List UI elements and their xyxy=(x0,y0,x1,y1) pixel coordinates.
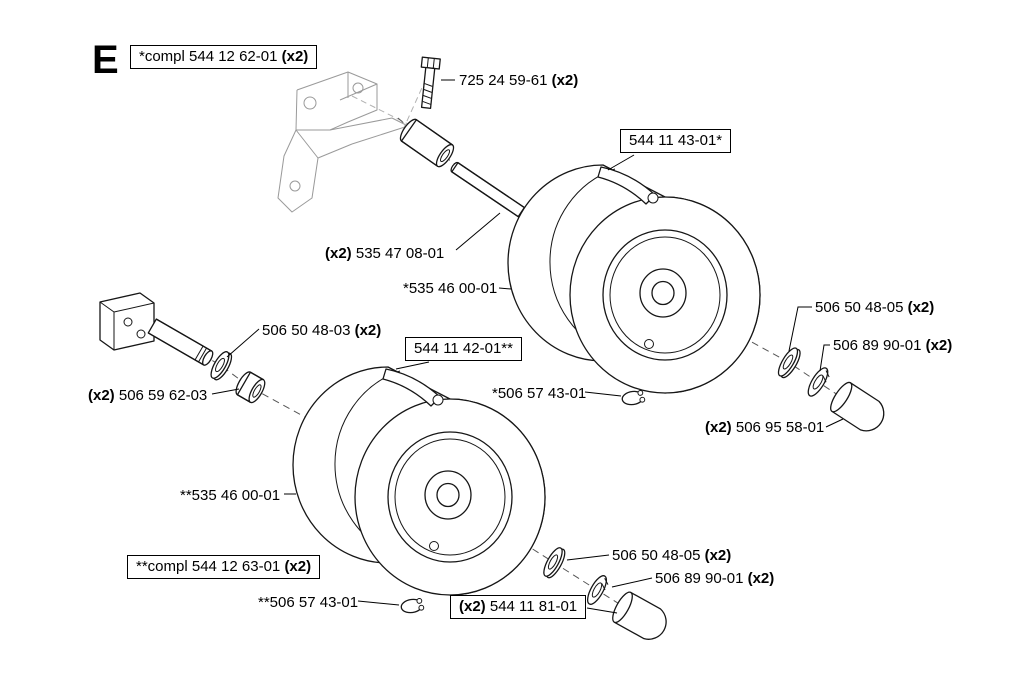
label-qty: (x2) xyxy=(284,558,312,575)
cap-upper-drawing xyxy=(830,381,885,432)
wheel-drawing-upper xyxy=(507,164,761,394)
label-text: 506 89 90-01 xyxy=(655,570,748,587)
part-label-tire-upper: *535 46 00-01 xyxy=(403,280,497,297)
part-label-tire-lower: **535 46 00-01 xyxy=(180,487,280,504)
bolt-drawing xyxy=(420,56,441,109)
frame-bracket-drawing xyxy=(277,69,431,213)
label-qty: (x2) xyxy=(281,48,309,65)
part-label-washer-flat-upper: 506 50 48-05 (x2) xyxy=(815,299,934,316)
spacer-bushing-drawing xyxy=(399,118,455,168)
label-text: 506 50 48-05 xyxy=(815,299,908,316)
label-text: 544 11 81-01 xyxy=(485,598,578,615)
label-text: 506 50 48-03 xyxy=(262,322,355,339)
part-label-axle: (x2) 535 47 08-01 xyxy=(325,245,444,262)
label-qty: (x2) xyxy=(907,299,935,316)
part-label-cap-upper: (x2) 506 95 58-01 xyxy=(705,419,824,436)
part-label-clip-lower: **506 57 43-01 xyxy=(258,594,358,611)
label-text: **compl 544 12 63-01 xyxy=(136,558,285,575)
label-text: 506 89 90-01 xyxy=(833,337,926,354)
part-label-washer-spring-upper: 506 89 90-01 (x2) xyxy=(833,337,952,354)
part-box-wheel-lower: 544 11 42-01** xyxy=(405,337,522,361)
label-qty: (x2) xyxy=(925,337,953,354)
label-text: 544 11 43-01* xyxy=(629,132,723,149)
flat-washer-lower-drawing xyxy=(543,547,566,579)
section-letter: E xyxy=(92,38,119,82)
label-text: 506 50 48-05 xyxy=(612,547,705,564)
part-box-wheel-upper: 544 11 43-01* xyxy=(620,129,732,153)
label-qty: (x2) xyxy=(459,598,486,615)
label-qty: (x2) xyxy=(551,72,579,89)
label-text: **506 57 43-01 xyxy=(258,594,359,611)
label-text: 544 11 42-01** xyxy=(414,340,513,357)
part-box-compl-lower: **compl 544 12 63-01 (x2) xyxy=(127,555,321,579)
label-qty: (x2) xyxy=(747,570,775,587)
bushing-left-drawing xyxy=(235,371,266,404)
leader-lines xyxy=(211,79,844,614)
label-qty: (x2) xyxy=(705,419,732,436)
label-qty: (x2) xyxy=(88,387,115,404)
label-text: 506 95 58-01 xyxy=(731,419,825,436)
part-label-bolt: 725 24 59-61 (x2) xyxy=(459,72,578,89)
flat-washer-left-drawing xyxy=(210,351,233,381)
label-text: *506 57 43-01 xyxy=(492,385,587,402)
flat-washer-upper-drawing xyxy=(777,347,801,379)
part-box-cap-lower: (x2) 544 11 81-01 xyxy=(450,595,587,619)
axle-bracket-drawing xyxy=(99,292,214,366)
label-text: 506 59 62-03 xyxy=(114,387,208,404)
part-label-clip-upper: *506 57 43-01 xyxy=(492,385,586,402)
label-text: *compl 544 12 62-01 xyxy=(139,48,282,65)
label-qty: (x2) xyxy=(325,245,352,262)
label-text: *535 46 00-01 xyxy=(403,280,498,297)
label-text: 535 47 08-01 xyxy=(351,245,445,262)
label-text: 725 24 59-61 xyxy=(459,72,552,89)
part-label-washer-spring-lower: 506 89 90-01 (x2) xyxy=(655,570,774,587)
part-label-bushing-left: (x2) 506 59 62-03 xyxy=(88,387,207,404)
label-qty: (x2) xyxy=(354,322,382,339)
label-qty: (x2) xyxy=(704,547,732,564)
part-box-compl-upper: *compl 544 12 62-01 (x2) xyxy=(130,45,318,69)
spring-washer-lower-drawing xyxy=(586,575,609,605)
spring-washer-upper-drawing xyxy=(807,367,830,397)
clip-upper-drawing xyxy=(621,390,646,406)
clip-lower-drawing xyxy=(400,598,425,614)
cap-lower-drawing xyxy=(612,591,667,640)
label-text: **535 46 00-01 xyxy=(180,487,281,504)
part-label-washer-flat-left: 506 50 48-03 (x2) xyxy=(262,322,381,339)
part-label-washer-flat-lower: 506 50 48-05 (x2) xyxy=(612,547,731,564)
